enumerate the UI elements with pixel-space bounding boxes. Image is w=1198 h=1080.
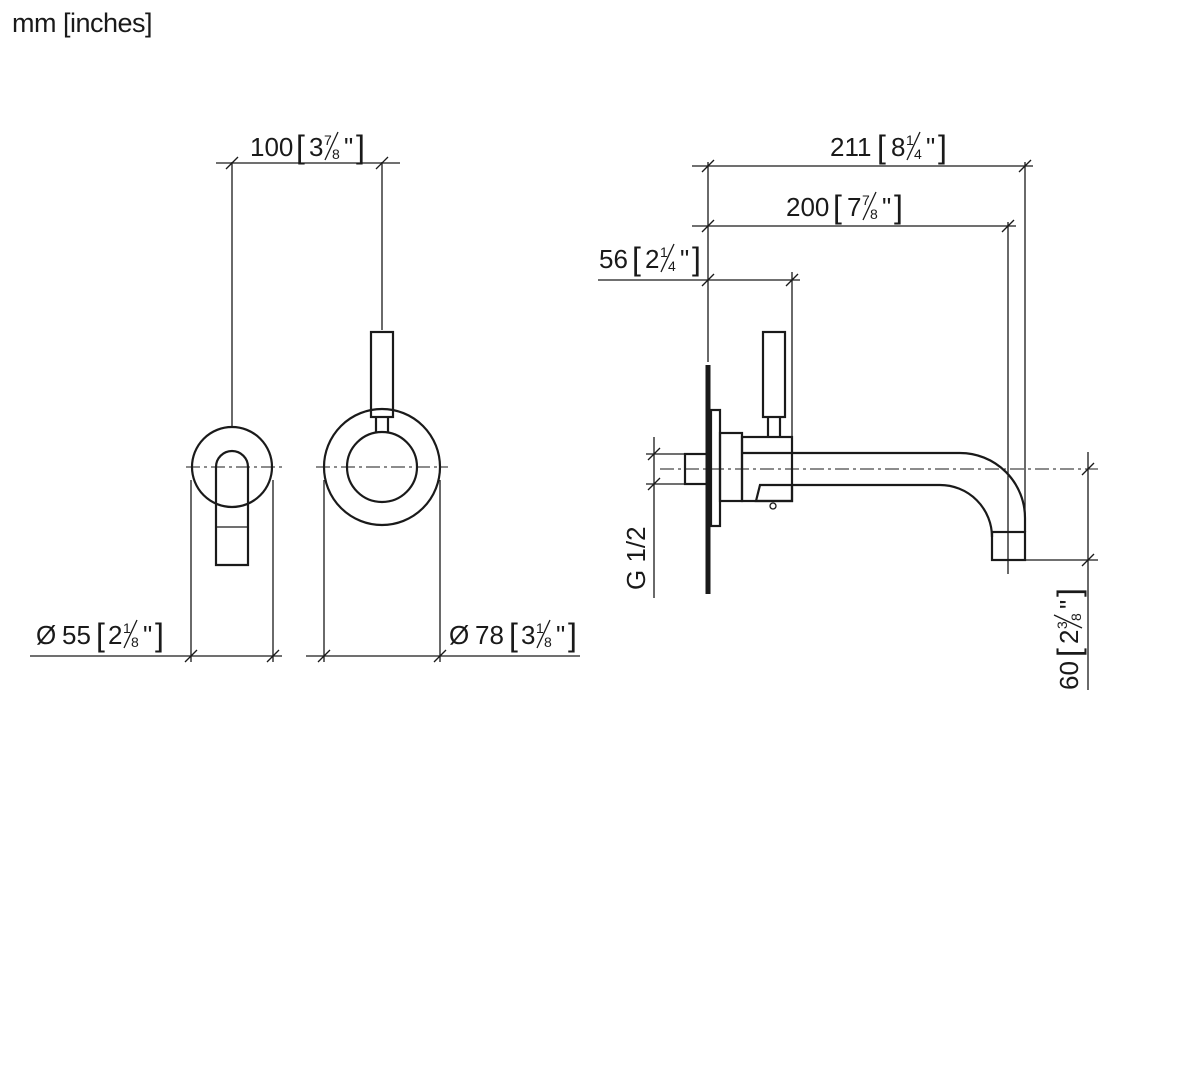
svg-text:[: [ <box>1051 648 1087 657</box>
side-view <box>660 330 1098 594</box>
thread-label: G 1/2 <box>621 526 651 590</box>
dim-55-symbol: Ø <box>36 620 56 650</box>
dim-56-in-den: 4 <box>668 258 676 274</box>
svg-text:]: ] <box>155 617 164 653</box>
svg-text:]: ] <box>692 241 701 277</box>
dim-100-in-num: 7 <box>324 132 332 148</box>
units-label: mm [inches] <box>12 8 153 38</box>
svg-text:[: [ <box>877 129 886 165</box>
thread-dimension: G 1/2 <box>621 437 685 598</box>
dim-211-in-den: 4 <box>914 146 922 162</box>
dim-56-mm: 56 <box>599 244 628 274</box>
svg-text:]: ] <box>356 129 365 165</box>
dim-100-in-den: 8 <box>332 146 340 162</box>
dim-211-in-num: 1 <box>906 132 914 148</box>
dim-60-in-den: 8 <box>1068 613 1084 621</box>
dim-200-in-den: 8 <box>870 206 878 222</box>
dim-78-in-unit: " <box>556 620 565 650</box>
dim-55-in-den: 8 <box>131 634 139 650</box>
dim-56-in-unit: " <box>680 244 689 274</box>
dim-200-mm: 200 <box>786 192 829 222</box>
dim-55-in-whole: 2 <box>108 620 122 650</box>
dim-100-in-whole: 3 <box>309 132 323 162</box>
dim-56-in-whole: 2 <box>645 244 659 274</box>
dim-200-in-whole: 7 <box>847 192 861 222</box>
dimension-60: 60 [ 2 3 8 " ] <box>1025 452 1098 690</box>
dim-100-mm: 100 <box>250 132 293 162</box>
dim-56-in-num: 1 <box>660 244 668 260</box>
dim-211-in-whole: 8 <box>891 132 905 162</box>
spout-front-view <box>186 425 282 567</box>
dim-78-mm: 78 <box>475 620 504 650</box>
dimension-diameter-78: Ø 78 [ 3 1 8 " ] <box>306 480 580 663</box>
svg-text:[: [ <box>96 617 105 653</box>
dim-55-in-unit: " <box>143 620 152 650</box>
svg-text:]: ] <box>894 189 903 225</box>
dimension-diameter-55: Ø 55 [ 2 1 8 " ] <box>30 480 282 663</box>
mixer-front-view <box>316 330 448 527</box>
dimension-100: 100 [ 3 7 8 " ] <box>216 129 400 428</box>
dim-78-symbol: Ø <box>449 620 469 650</box>
svg-text:[: [ <box>632 241 641 277</box>
dim-211-mm: 211 <box>830 132 871 162</box>
svg-text:]: ] <box>1051 588 1087 597</box>
dim-55-mm: 55 <box>62 620 91 650</box>
dim-60-mm: 60 <box>1054 661 1084 690</box>
svg-text:[: [ <box>509 617 518 653</box>
dim-200-in-unit: " <box>882 192 891 222</box>
dimension-200: 200 [ 7 7 8 " ] <box>692 189 1016 574</box>
dim-200-in-num: 7 <box>862 192 870 208</box>
svg-text:[: [ <box>833 189 842 225</box>
svg-text:[: [ <box>296 129 305 165</box>
svg-text:]: ] <box>568 617 577 653</box>
dim-100-in-unit: " <box>344 132 353 162</box>
dim-78-in-whole: 3 <box>521 620 535 650</box>
dim-78-in-den: 8 <box>544 634 552 650</box>
dim-211-in-unit: " <box>926 132 935 162</box>
dim-55-in-num: 1 <box>123 620 131 636</box>
dimension-56: 56 [ 2 1 4 " ] <box>598 241 800 437</box>
dimension-211: 211 [ 8 1 4 " ] <box>692 129 1033 518</box>
dim-60-in-whole: 2 <box>1054 630 1084 644</box>
svg-text:]: ] <box>938 129 947 165</box>
dim-60-in-unit: " <box>1054 600 1084 609</box>
dim-78-in-num: 1 <box>536 620 544 636</box>
dim-60-in-num: 3 <box>1054 621 1070 629</box>
